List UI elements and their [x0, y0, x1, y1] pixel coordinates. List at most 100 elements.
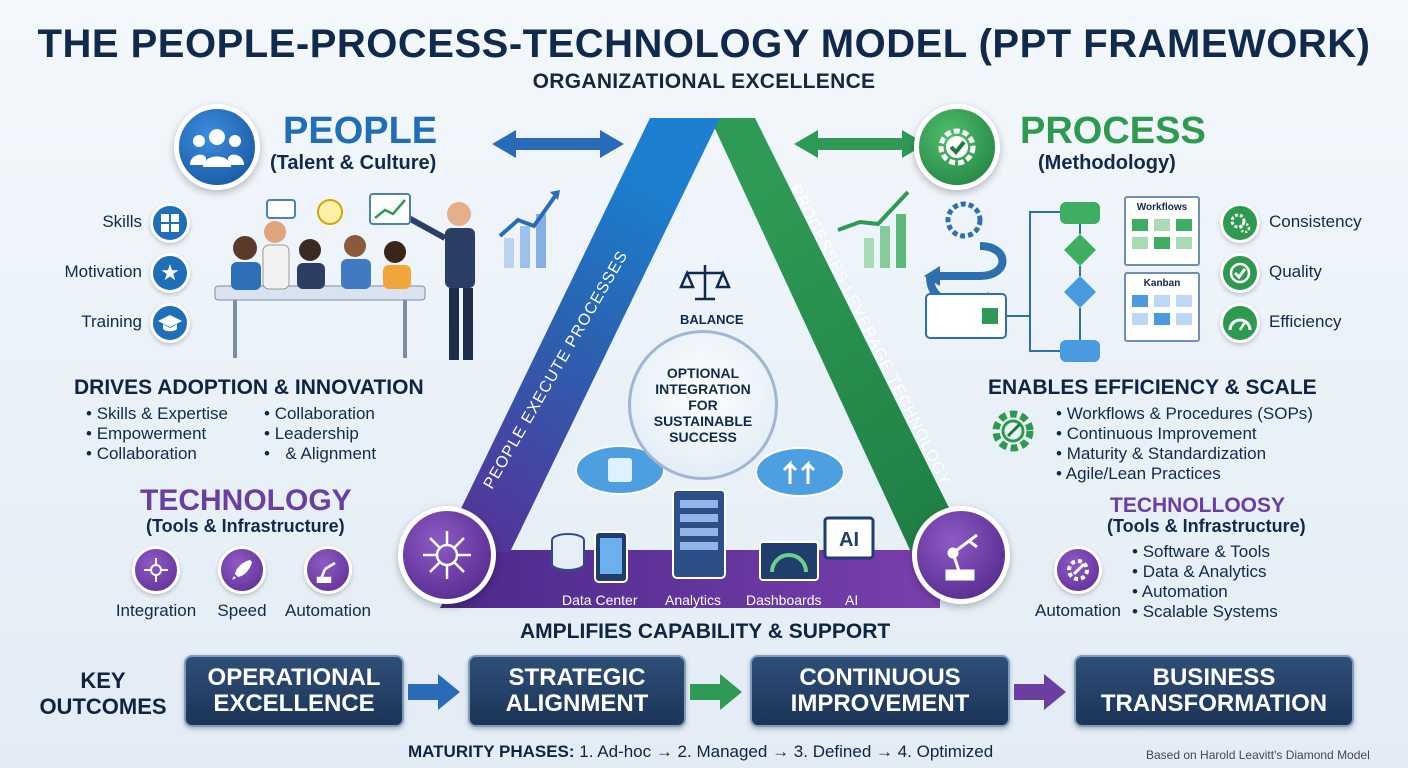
outcome-line: CONTINUOUS [799, 664, 961, 691]
workflows-board: Workflows [1124, 196, 1200, 266]
process-heading: PROCESS [1020, 110, 1206, 152]
page-subtitle: ORGANIZATIONAL EXCELLENCE [532, 70, 876, 93]
process-attr-quality: Quality [1269, 262, 1322, 281]
people-bullet: Collaboration [86, 444, 228, 464]
outcome-continuous-improvement: CONTINUOUS IMPROVEMENT [750, 655, 1010, 727]
technology-right-subheading: (Tools & Infrastructure) [1107, 516, 1306, 536]
tablet-icon [594, 531, 628, 583]
center-line: INTEGRATION [655, 381, 751, 397]
technology-bullet: Scalable Systems [1132, 602, 1278, 622]
outcome-business-transformation: BUSINESS TRANSFORMATION [1074, 655, 1354, 727]
people-attr-skills: Skills [102, 212, 142, 231]
process-attr-consistency: Consistency [1269, 212, 1362, 231]
puzzle-icon [150, 203, 190, 243]
key-outcomes-line: OUTCOMES [39, 694, 167, 719]
check-icon [1220, 253, 1260, 293]
process-bullet: Maturity & Standardization [1056, 444, 1313, 464]
process-main-icon [914, 104, 1000, 190]
outcome-line: TRANSFORMATION [1100, 690, 1328, 717]
people-subheading: (Talent & Culture) [270, 152, 437, 174]
people-bullet-continuation: & Alignment [285, 444, 377, 463]
cloud-database-icon [575, 445, 665, 495]
automation-node-icon [912, 506, 1010, 604]
center-line: SUCCESS [669, 429, 737, 445]
outcome-strategic-alignment: STRATEGIC ALIGNMENT [468, 655, 686, 727]
outcome-line: IMPROVEMENT [790, 690, 970, 717]
technology-right-bullets: Software & Tools Data & Analytics Automa… [1132, 542, 1278, 622]
outcome-arrow-1 [408, 674, 460, 710]
technology-bullet: Automation [1132, 582, 1278, 602]
gear-wrench-icon [1054, 546, 1102, 594]
center-line: FOR [688, 397, 718, 413]
bottom-label-dashboards: Dashboards [746, 592, 822, 608]
kanban-board-label: Kanban [1143, 278, 1181, 289]
center-line: OPTIONAL [666, 365, 740, 381]
network-icon [132, 546, 180, 594]
balance-scale-icon [679, 265, 731, 301]
outcome-line: ALIGNMENT [505, 690, 649, 717]
people-bullet: Empowerment [86, 424, 228, 444]
people-attr-motivation: Motivation [64, 262, 142, 281]
triangle-bottom-caption: AMPLIFIES CAPABILITY & SUPPORT [520, 620, 891, 643]
laptop-dashboard-icon [759, 541, 819, 581]
network-hub-icon [423, 531, 471, 579]
triangle-right-band [710, 118, 970, 550]
technology-right-automation-label: Automation [1035, 601, 1121, 620]
center-integration-circle: OPTIONAL INTEGRATION FOR SUSTAINABLE SUC… [628, 330, 778, 480]
people-bullet: Leadership [264, 424, 376, 444]
process-bullets: Workflows & Procedures (SOPs) Continuous… [1056, 404, 1313, 484]
bottom-label-analytics: Analytics [665, 592, 722, 608]
gears-icon [1220, 203, 1260, 243]
process-flow-illustration [924, 201, 1100, 362]
people-bullets-col2: Collaboration Leadership • & Alignment [264, 404, 376, 464]
page-title: THE PEOPLE-PROCESS-TECHNOLOGY MODEL (PPT… [37, 22, 1371, 66]
people-double-arrow-icon [492, 130, 624, 158]
robot-arm-icon [304, 546, 352, 594]
technology-bullet: Data & Analytics [1132, 562, 1278, 582]
key-outcomes-line: KEY [80, 668, 126, 693]
people-bullet: Collaboration [264, 404, 376, 424]
process-section-title: ENABLES EFFICIENCY & SCALE [988, 376, 1317, 399]
workflows-board-label: Workflows [1136, 202, 1188, 213]
process-bullet: Continuous Improvement [1056, 424, 1313, 444]
ppt-triangle-graphic: PEOPLE EXECUTE PROCESSES PROCESSES LEVER… [440, 118, 970, 608]
process-double-arrow-icon [794, 130, 926, 158]
triangle-left-band [440, 118, 720, 552]
key-outcomes-label: KEY OUTCOMES [36, 668, 170, 720]
team-meeting-illustration [214, 193, 475, 360]
gear-check-icon [938, 128, 976, 166]
outcome-operational-excellence: OPERATIONAL EXCELLENCE [184, 655, 404, 727]
people-heading: PEOPLE [283, 110, 438, 152]
graduation-cap-icon [150, 303, 190, 343]
process-subheading: (Methodology) [1038, 152, 1176, 174]
people-group-icon [190, 129, 244, 167]
people-section-title: DRIVES ADOPTION & INNOVATION [74, 376, 424, 399]
technology-node-icon [398, 506, 496, 604]
outcome-arrow-3 [1014, 674, 1066, 710]
people-bullet: Skills & Expertise [86, 404, 228, 424]
balance-label: BALANCE [680, 312, 744, 327]
ai-badge: AI [839, 529, 859, 551]
people-bullet: • & Alignment [264, 444, 376, 464]
outcome-line: EXCELLENCE [213, 690, 375, 717]
cloud-upload-icon [755, 447, 845, 497]
technology-right-heading: TECHNOLLOOSY [1110, 494, 1286, 517]
technology-item-integration: Integration [115, 601, 197, 620]
technology-subheading: (Tools & Infrastructure) [146, 516, 345, 536]
gear-pen-icon [988, 406, 1038, 456]
kanban-board: Kanban [1124, 272, 1200, 342]
outcome-line: STRATEGIC [508, 664, 646, 691]
process-bullet: Workflows & Procedures (SOPs) [1056, 404, 1313, 424]
process-bullet: Agile/Lean Practices [1056, 464, 1313, 484]
outcome-line: OPERATIONAL [207, 664, 381, 691]
outcome-arrow-2 [690, 674, 742, 710]
people-main-icon [174, 104, 260, 190]
rocket-icon [218, 546, 266, 594]
technology-heading: TECHNOLOGY [140, 484, 352, 517]
maturity-phases: MATURITY PHASES: 1. Ad-hoc → 2. Managed … [408, 742, 993, 762]
robot-arm-icon [945, 533, 978, 581]
maturity-text: 1. Ad-hoc → 2. Managed → 3. Defined → 4.… [579, 742, 994, 761]
server-rack-icon [672, 489, 726, 579]
bottom-label-ai: AI [845, 592, 859, 608]
ai-monitor-icon [823, 516, 875, 560]
